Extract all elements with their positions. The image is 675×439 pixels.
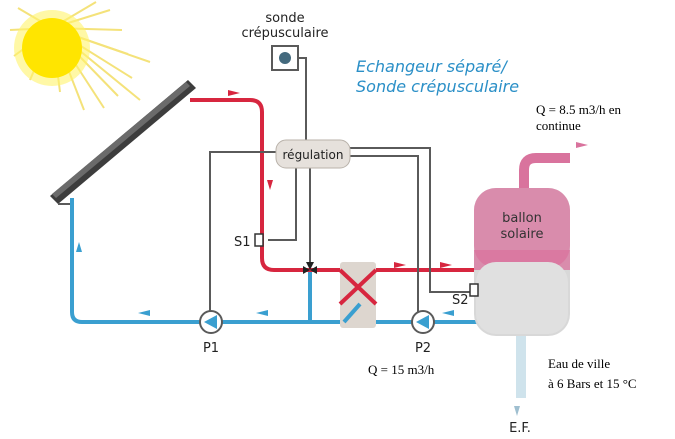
valve-icon bbox=[303, 262, 317, 274]
flow-top-2: continue bbox=[536, 118, 581, 133]
flow-bottom: Q = 15 m3/h bbox=[368, 362, 435, 377]
flow-top-1: Q = 8.5 m3/h en bbox=[536, 102, 621, 117]
sensor-label-1: sonde bbox=[265, 11, 304, 26]
solar-panel-icon bbox=[50, 80, 196, 204]
regulation-box bbox=[275, 139, 351, 169]
s2-label: S2 bbox=[452, 293, 469, 308]
s1-sensor bbox=[254, 233, 264, 247]
tank-label-2: solaire bbox=[501, 227, 544, 242]
p2-label: P2 bbox=[415, 341, 431, 356]
sun-icon bbox=[9, 1, 151, 111]
hot-output-pipe bbox=[519, 153, 570, 190]
p1-label: P1 bbox=[203, 341, 219, 356]
water-label-2: à 6 Bars et 15 °C bbox=[548, 376, 637, 391]
sensor-label-2: crépusculaire bbox=[241, 26, 328, 41]
pump-icon bbox=[411, 310, 435, 334]
pump-icon bbox=[199, 310, 223, 334]
regulation-label: régulation bbox=[283, 148, 344, 162]
diagram-title-2: Sonde crépusculaire bbox=[356, 77, 519, 96]
sensor-icon bbox=[271, 45, 299, 71]
flow-arrows bbox=[76, 90, 588, 416]
solar-tank bbox=[474, 188, 570, 336]
heat-exchanger-icon bbox=[338, 262, 378, 328]
ef-label: E.F. bbox=[509, 421, 531, 436]
s1-label: S1 bbox=[234, 235, 251, 250]
diagram-title-1: Echangeur séparé/ bbox=[356, 57, 508, 76]
cold-pipe bbox=[70, 198, 484, 324]
tank-label-1: ballon bbox=[502, 211, 542, 226]
s2-sensor bbox=[469, 283, 479, 297]
water-label-1: Eau de ville bbox=[548, 356, 610, 371]
